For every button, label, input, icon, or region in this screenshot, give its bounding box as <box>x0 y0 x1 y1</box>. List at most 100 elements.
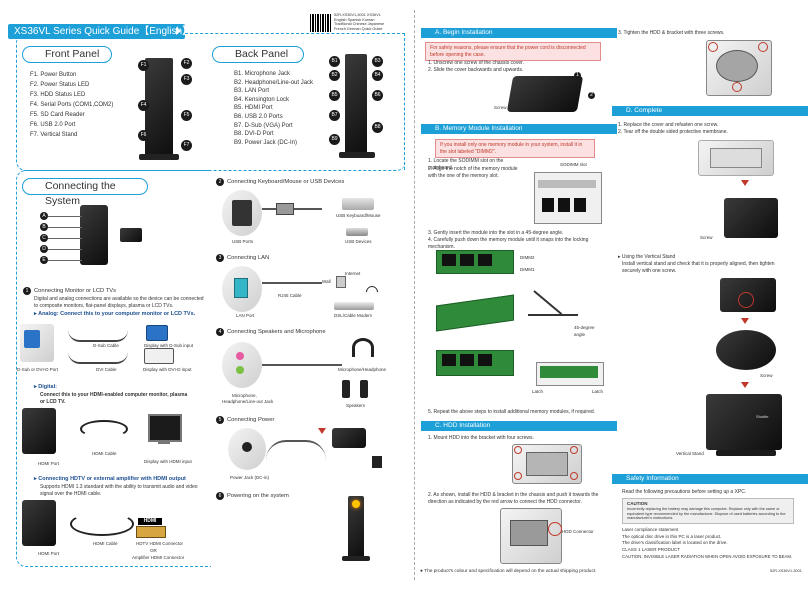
callout-b4: B4 <box>372 70 383 81</box>
hdmi-monitor <box>148 414 182 442</box>
stand-desc: Install vertical stand and check that it… <box>622 261 775 274</box>
display-hdmi-label: Display with HDMI input <box>144 459 192 464</box>
section-b-step4: 4. Carefully push down the memory module… <box>428 237 589 250</box>
display-dsub-label: Display with D-Sub input <box>144 343 194 348</box>
hdmi-cable <box>80 420 128 438</box>
digital-desc: Connect this to your HDMI-enabled comput… <box>40 392 188 405</box>
hdmi-cable2 <box>70 512 134 536</box>
chassis-open-photo <box>506 76 584 112</box>
hdmi-connector-photo <box>136 526 166 538</box>
step-1-title: Connecting Monitor or LCD TVs <box>34 288 117 294</box>
section-c-step1: 1. Mount HDD into the bracket with four … <box>428 435 534 441</box>
dimm2-label: DIMM2 <box>520 255 535 260</box>
hdmi-port-photo <box>22 408 56 454</box>
ram-module-angled <box>436 294 514 332</box>
screw-label-a: Screw <box>494 105 507 110</box>
usb-ports-label: USB Ports <box>232 239 254 244</box>
internet-label: Internet <box>345 271 361 276</box>
section-a-step2: 2. Slide the cover backwards and upwards… <box>428 67 524 73</box>
step-1-badge: 1 <box>23 287 31 295</box>
headphone-port-label: Headphone/Line-out Jack <box>222 399 274 404</box>
stand-photo-2 <box>716 330 776 370</box>
power-brick-photo <box>332 428 366 448</box>
power-cable <box>266 440 326 462</box>
back-panel-list: B1. Microphone Jack B2. Headphone/Line-o… <box>234 71 314 146</box>
or-label: OR <box>150 548 157 553</box>
vertical-stand-label: Vertical Stand <box>676 451 704 456</box>
laser-title: Laser compliance statement <box>622 527 679 532</box>
speakers-label: Speakers <box>346 403 366 408</box>
callout-f1: F1 <box>138 60 149 71</box>
mic-port-label: Microphone, <box>232 393 257 398</box>
panel-box <box>16 33 406 171</box>
usb-keyboard-photo <box>342 198 374 210</box>
callout-a1: 1 <box>574 72 581 79</box>
step-6-badge: 6 <box>216 492 224 500</box>
digital-label: ▸ Digital: <box>34 384 57 390</box>
callout-f7: F7 <box>181 140 192 151</box>
stand-heading: ▸ Using the Vertical Stand <box>618 254 676 260</box>
callout-c: C <box>40 234 48 242</box>
stand-photo-3 <box>706 394 782 450</box>
step-2-title: Connecting Keyboard/Mouse or USB Devices <box>227 179 345 185</box>
barcode-text: 52R-XS36V1-3001 XS36VL English Spanish K… <box>334 13 385 31</box>
page-title: XS36VL Series Quick Guide【English】 <box>14 26 193 37</box>
section-a-header: A. Begin Installation <box>421 28 617 38</box>
latch-label-right: Latch <box>592 389 604 394</box>
title-arrow-icon <box>176 27 181 35</box>
dvi-connector <box>144 348 174 364</box>
angle-diagram <box>528 290 578 320</box>
power-adapter-photo <box>120 228 142 242</box>
dsub-cable-label: D-Sub Cable <box>93 343 119 348</box>
section-b-step5: 5. Repeat the above steps to install add… <box>428 409 596 415</box>
laser-line-1: The optical disc drive in this PC is a l… <box>622 534 722 539</box>
callout-a: A <box>40 212 48 220</box>
caution-text: Incorrectly replacing the battery may da… <box>627 507 786 520</box>
title-bar: XS36VL Series Quick Guide【English】 <box>8 24 192 39</box>
callout-b5: B5 <box>329 90 340 101</box>
footer-disclaimer: ● The product's colour and specification… <box>420 569 597 574</box>
speaker-left <box>342 380 350 398</box>
callout-b6: B6 <box>372 90 383 101</box>
front-panel-photo <box>145 58 173 160</box>
rj45-cable <box>262 282 322 284</box>
amp-connector-label: Amplifier HDMI Connector <box>132 555 185 560</box>
hdmi-cable-label: HDMI Cable <box>92 451 117 456</box>
front-panel-list: F1. Power Button F2. Power Status LED F3… <box>30 72 114 138</box>
audio-port-photo <box>222 342 262 388</box>
stand-arrow-icon-1 <box>741 318 749 324</box>
callout-b7: B7 <box>329 110 340 121</box>
wall-jack <box>336 276 346 288</box>
callout-f2: F2 <box>181 58 192 69</box>
callout-b9: B9 <box>329 134 340 145</box>
caution-label: CAUTION <box>627 501 648 506</box>
step-3-badge: 3 <box>216 254 224 262</box>
section-b-header: B. Memory Module Installation <box>421 124 617 134</box>
section-a-step1: 1. Unscrew one screw of the chassis cove… <box>428 60 524 66</box>
caution-box: CAUTION Incorrectly replacing the batter… <box>622 498 794 524</box>
usb-devices-label: USB Devices <box>345 239 372 244</box>
system-photo <box>80 205 108 265</box>
hdmi-port-label: HDMI Port <box>38 461 60 466</box>
dimm1-label: DIMM1 <box>520 267 535 272</box>
safety-intro: Read the following precautions before se… <box>622 489 747 495</box>
barcode <box>310 14 332 32</box>
connecting-box <box>16 170 211 567</box>
section-c-header: C. HDD Installation <box>421 421 617 431</box>
dvi-cable-label: DVI Cable <box>96 367 117 372</box>
section-d-header: D. Complete <box>612 106 808 116</box>
callout-a2: 2 <box>588 92 595 99</box>
back-panel-heading: Back Panel <box>212 46 304 63</box>
callout-b3: B3 <box>372 56 383 67</box>
headphone-photo <box>352 338 374 357</box>
speaker-right <box>360 380 368 398</box>
modem-photo <box>334 302 374 310</box>
chassis-closed-photo <box>724 198 778 238</box>
analog-heading: ▸ Analog: Connect this to your computer … <box>34 311 196 317</box>
stand-arrow-icon-2 <box>741 382 749 388</box>
mic-headphone-label: Microphone/Headphone <box>338 367 387 372</box>
usb-keyboard-label: USB Keyboard/Mouse <box>336 213 381 218</box>
section-b-step3: 3. Gently insert the module into the slo… <box>428 230 564 236</box>
back-panel-photo <box>345 54 367 158</box>
membrane-arrow-icon <box>741 180 749 186</box>
